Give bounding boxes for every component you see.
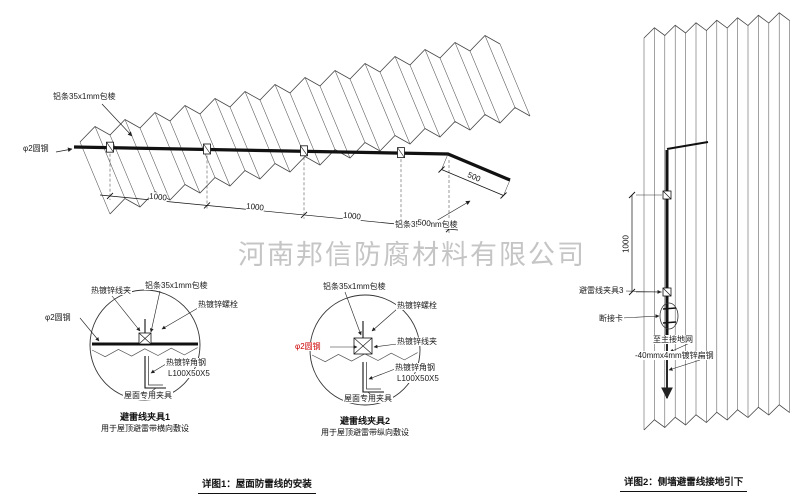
detail2-label-angle-steel: 热镀锌角钢 [394,363,436,373]
roof-lightning-wire [73,141,511,182]
detail1-label-round-steel: φ2圆钢 [44,313,72,323]
wall-dim-1000: 1000 [621,235,631,253]
roof-dim-1000-a: 1000 [148,191,168,203]
wall-corrugated-sheet [643,12,790,431]
detail1-title: 避雷线夹具1 [119,412,171,422]
wall-downlead-wire [628,141,709,400]
caption-detail2: 详图2：侧墙避雷线接地引下 [620,474,748,492]
roof-label-round-steel: φ2圆钢 [22,144,50,154]
detail2-title: 避雷线夹具2 [339,416,391,426]
detail2-label-galv-wire-clamp: 热镀锌线夹 [396,337,438,347]
detail1-label-angle-size: L100X50X5 [167,369,211,379]
wall-label-flat-steel: -40mmx4mm镀锌扁钢 [634,351,715,361]
wall-label-to-ground: 至主接地网 [652,335,694,345]
detail2-label-aluminum-strip: 铝条35x1mm包棱 [322,282,387,292]
roof-dim-1000-b: 1000 [245,201,265,213]
detail2-label-galv-bolt: 热镀锌螺栓 [396,301,438,311]
detail2-label-angle-size: L100X50X5 [396,374,440,384]
detail2-label-round-steel: φ2圆钢 [294,342,322,352]
roof-corrugated-sheet [79,34,531,215]
detail2-clamp-section [309,291,421,406]
detail2-label-roof-fixture: 屋面专用夹具 [343,394,393,404]
caption-detail1: 详图1：屋面防雷线的安装 [198,476,316,494]
company-watermark: 河南邦信防腐材料有限公司 [238,240,586,270]
wall-label-disconnect: 断接卡 [598,314,624,324]
roof-dim-500-a: 500 [416,217,432,229]
detail1-label-galv-bolt: 热镀锌螺栓 [197,300,239,310]
detail2-subtitle: 用于屋顶避雷带纵向敷设 [321,428,409,437]
roof-dim-1000-c: 1000 [342,210,362,222]
detail1-label-angle-steel: 热镀锌角钢 [165,358,207,368]
detail1-label-roof-fixture: 屋面专用夹具 [123,391,173,401]
detail1-label-aluminum-strip: 铝条35x1mm包棱 [144,281,209,291]
wall-label-clamp3: 避雷线夹具3 [578,286,625,296]
roof-label-aluminum-strip-top: 铝条35x1mm包棱 [52,92,117,102]
roof-leader-lines [55,103,471,222]
detail1-clamp-section [79,289,201,401]
detail1-label-galv-wire-clamp: 热镀锌线夹 [90,286,132,296]
detail1-subtitle: 用于屋顶避雷带横向敷设 [101,424,189,433]
